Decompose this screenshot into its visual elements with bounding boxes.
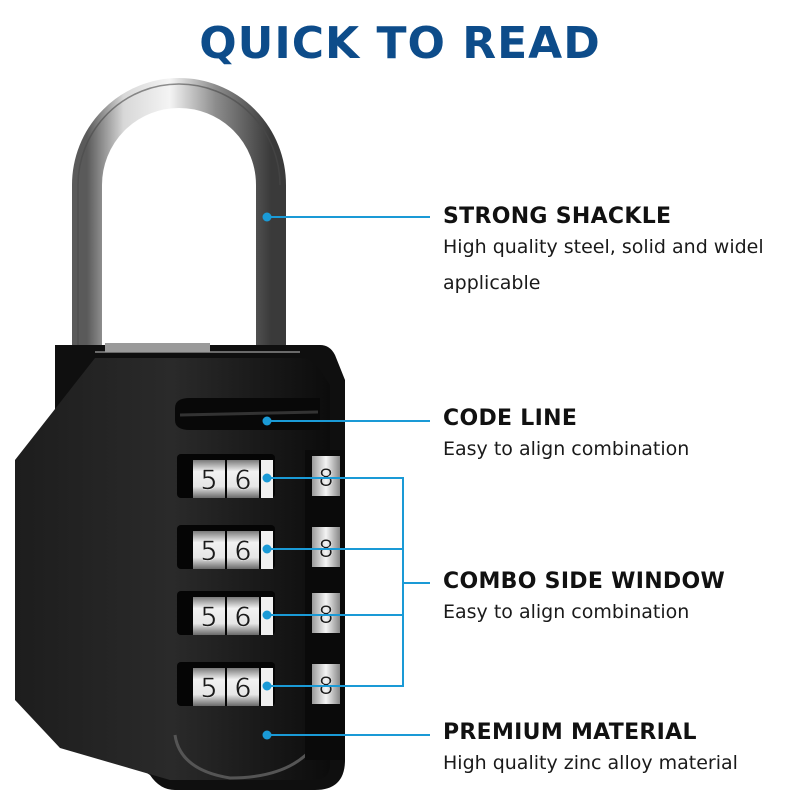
callout-premium-material: [262, 730, 430, 740]
dial-wheel[interactable]: [227, 531, 259, 569]
side-window-wheel[interactable]: [312, 456, 340, 496]
dial-wheel[interactable]: [227, 460, 259, 498]
dial-digit: 5: [200, 602, 217, 633]
feature-combo-side-window: COMBO SIDE WINDOW Easy to align combinat…: [443, 569, 725, 630]
feature-description-line: High quality steel, solid and widel: [443, 236, 764, 258]
dial-recess: [177, 662, 275, 706]
feature-heading: CODE LINE: [443, 406, 578, 431]
dial-digit: 6: [234, 465, 251, 496]
dial-digit: 6: [234, 536, 251, 567]
side-window-wheel[interactable]: [312, 664, 340, 704]
dial-recess: [177, 525, 275, 569]
dial-digit: 6: [234, 602, 251, 633]
callout-combo-side-window: [262, 473, 430, 691]
dial-wheel[interactable]: [193, 531, 225, 569]
callout-strong-shackle: [262, 212, 430, 222]
dial-recess: [177, 454, 275, 498]
dial-wheel[interactable]: [227, 597, 259, 635]
feature-premium-material: PREMIUM MATERIAL High quality zinc alloy…: [443, 720, 738, 781]
feature-heading: PREMIUM MATERIAL: [443, 720, 697, 745]
feature-description-line: Easy to align combination: [443, 438, 690, 460]
page-title: QUICK TO READ: [199, 18, 601, 69]
dial-wheel[interactable]: [227, 668, 259, 706]
feature-description-line: Easy to align combination: [443, 601, 690, 623]
dial-digit: 5: [200, 536, 217, 567]
feature-strong-shackle: STRONG SHACKLE High quality steel, solid…: [443, 204, 764, 301]
dial-wheel[interactable]: [193, 460, 225, 498]
dial-digit: 6: [234, 673, 251, 704]
dial-digit: 5: [200, 673, 217, 704]
feature-description-line: High quality zinc alloy material: [443, 752, 738, 774]
callouts: [262, 212, 430, 740]
side-window-wheel[interactable]: [312, 593, 340, 633]
feature-heading: COMBO SIDE WINDOW: [443, 569, 726, 594]
dial-wheel[interactable]: [193, 597, 225, 635]
callout-code-line: [262, 416, 430, 426]
side-window-wheel[interactable]: [312, 527, 340, 567]
feature-code-line: CODE LINE Easy to align combination: [443, 406, 689, 467]
dial-wheel[interactable]: [193, 668, 225, 706]
dial-recess: [177, 591, 275, 635]
feature-heading: STRONG SHACKLE: [443, 204, 672, 229]
shackle: [72, 78, 286, 365]
dial-digit: 5: [200, 465, 217, 496]
feature-description-line: applicable: [443, 272, 541, 294]
